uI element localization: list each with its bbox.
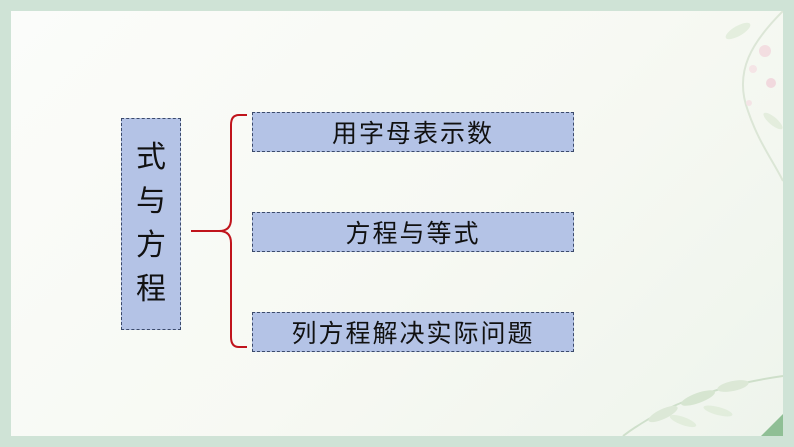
floral-decoration-top bbox=[725, 11, 783, 182]
root-char: 与 bbox=[136, 184, 166, 219]
subtopic-box: 用字母表示数 bbox=[252, 112, 574, 152]
subtopic-box: 列方程解决实际问题 bbox=[252, 312, 574, 352]
root-char: 方 bbox=[136, 228, 166, 263]
root-char: 式 bbox=[136, 140, 166, 175]
corner-accent bbox=[761, 414, 783, 436]
curly-brace-connector bbox=[191, 114, 247, 348]
root-char: 程 bbox=[136, 272, 166, 307]
root-topic-box: 式 与 方 程 bbox=[121, 118, 181, 330]
slide-canvas: 式 与 方 程 用字母表示数 方程与等式 列方程解决实际问题 bbox=[11, 11, 783, 436]
leaf-decoration-bottom bbox=[622, 375, 783, 436]
subtopic-box: 方程与等式 bbox=[252, 212, 574, 252]
